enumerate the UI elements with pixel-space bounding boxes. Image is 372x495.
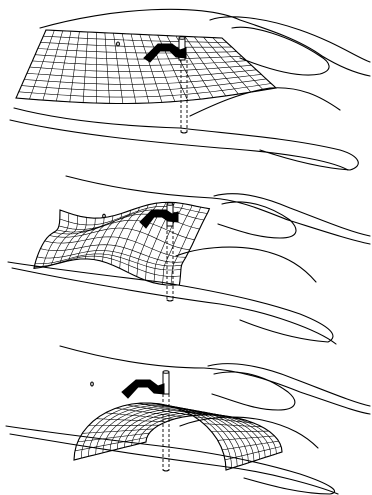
fingernail xyxy=(218,202,296,238)
mesh-grid xyxy=(34,202,209,285)
mesh-line xyxy=(30,30,55,99)
mesh-line xyxy=(139,414,277,454)
suture-mark xyxy=(117,42,120,46)
suture-mark xyxy=(103,214,106,218)
curved-arrow xyxy=(122,380,164,398)
finger-palmar-skin-lower xyxy=(12,268,336,344)
mesh-line xyxy=(114,33,123,103)
mesh-line xyxy=(105,33,110,104)
finger-palmar-skin-lower xyxy=(10,434,338,494)
finger-palmar-skin xyxy=(6,426,335,494)
mesh-line xyxy=(132,413,271,456)
fingernail xyxy=(212,372,295,410)
pin-head xyxy=(167,203,173,206)
mesh-line xyxy=(38,49,237,54)
suture-mark xyxy=(91,382,94,386)
nail-fold-upper xyxy=(208,364,370,406)
mesh-line xyxy=(45,237,186,257)
pin-tip xyxy=(181,132,187,133)
finger-outline xyxy=(10,9,370,170)
mesh-line xyxy=(34,256,180,276)
guide-pin-hidden xyxy=(167,226,173,301)
pin-head xyxy=(163,371,169,374)
nail-fold-upper xyxy=(214,194,370,236)
pin-head xyxy=(179,37,185,40)
finger-tip-contour xyxy=(176,247,316,282)
mesh-line xyxy=(43,213,69,267)
mesh-line xyxy=(22,79,267,91)
panel-2 xyxy=(8,176,370,344)
mesh-line xyxy=(43,31,63,100)
panel-3 xyxy=(6,346,370,494)
panel-1 xyxy=(10,9,370,170)
finger-palmar-skin xyxy=(8,262,333,342)
pin-tip xyxy=(163,470,169,471)
finger-outline xyxy=(8,176,370,344)
mesh-line xyxy=(34,210,60,268)
mesh-line xyxy=(103,210,131,261)
finger-palmar-skin xyxy=(14,108,358,170)
finger-tip-contour xyxy=(190,88,340,116)
pin-tip xyxy=(167,300,173,301)
mesh-line xyxy=(185,36,226,96)
finger-dorsal-skin xyxy=(60,346,370,414)
mesh-line xyxy=(41,42,232,47)
mesh-line xyxy=(56,31,71,101)
finger-dorsal-skin xyxy=(66,176,370,244)
finger-outline xyxy=(6,346,370,494)
mesh-grid xyxy=(16,30,276,104)
mesh-line xyxy=(83,32,88,103)
mesh-line xyxy=(70,32,80,102)
mesh-line xyxy=(59,210,204,230)
